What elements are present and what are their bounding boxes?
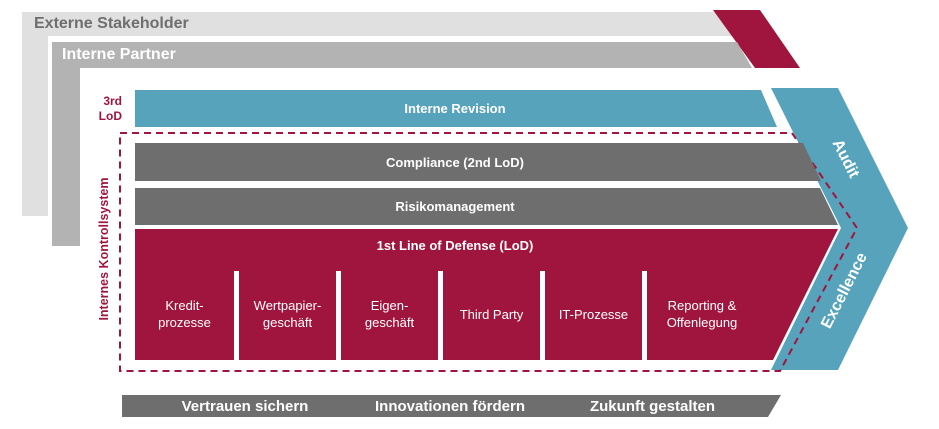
external-stakeholder-chevron — [713, 10, 800, 68]
internal-revision-label: Interne Revision — [404, 101, 506, 116]
internal-partner-title: Interne Partner — [62, 46, 176, 63]
audit-excellence-arrow — [771, 88, 908, 370]
internal-control-system-label: Internes Kontrollsystem — [97, 177, 111, 321]
process-box-reporting: Reporting & Offenlegung — [647, 272, 757, 356]
process-box-credit-line2: prozesse — [158, 315, 211, 330]
compliance-bar — [135, 143, 821, 181]
process-box-proprietary-line2: geschäft — [364, 315, 415, 330]
third-lod-label: 3rd LoD — [82, 92, 122, 126]
separator-4 — [540, 271, 545, 361]
process-box-it-line1: IT-Prozesse — [558, 306, 629, 322]
footer-item-trust: Vertrauen sichern — [181, 397, 309, 415]
first-lod-shape — [135, 229, 838, 360]
process-box-credit: Kredit- prozesse — [135, 272, 234, 356]
process-box-securities-line2: geschäft — [262, 315, 313, 330]
process-box-credit-line1: Kredit- — [165, 298, 204, 313]
process-box-proprietary: Eigen- geschäft — [341, 272, 438, 356]
separator-2 — [336, 271, 341, 361]
internal-revision-bar — [135, 90, 777, 127]
footer-item-innovation: Innovationen fördern — [375, 397, 525, 415]
process-box-third-party: Third Party — [443, 272, 540, 356]
process-box-third-party-line1: Third Party — [459, 306, 524, 322]
separator-5 — [642, 271, 647, 361]
risk-management-label: Risikomanagement — [395, 199, 515, 214]
first-lod-separators — [234, 271, 647, 361]
separator-3 — [438, 271, 443, 361]
first-lod-label: 1st Line of Defense (LoD) — [376, 237, 534, 253]
process-box-proprietary-line1: Eigen- — [370, 298, 409, 313]
process-box-reporting-line1: Reporting & — [667, 298, 737, 313]
internal-partner-band — [52, 42, 752, 246]
risk-management-bar — [135, 188, 838, 225]
external-stakeholder-title: Externe Stakeholder — [34, 15, 189, 32]
process-box-reporting-line2: Offenlegung — [666, 315, 738, 330]
footer-band — [122, 395, 781, 417]
third-lod-line2: LoD — [98, 109, 122, 123]
process-box-securities: Wertpapier- geschäft — [239, 272, 336, 356]
process-box-it: IT-Prozesse — [545, 272, 642, 356]
separator-1 — [234, 271, 239, 361]
third-lod-line1: 3rd — [103, 94, 122, 108]
external-stakeholder-band — [22, 12, 737, 216]
internal-control-frame — [119, 132, 859, 372]
footer-item-future: Zukunft gestalten — [589, 397, 715, 415]
compliance-label: Compliance (2nd LoD) — [386, 154, 524, 170]
process-box-securities-line1: Wertpapier- — [253, 298, 322, 313]
